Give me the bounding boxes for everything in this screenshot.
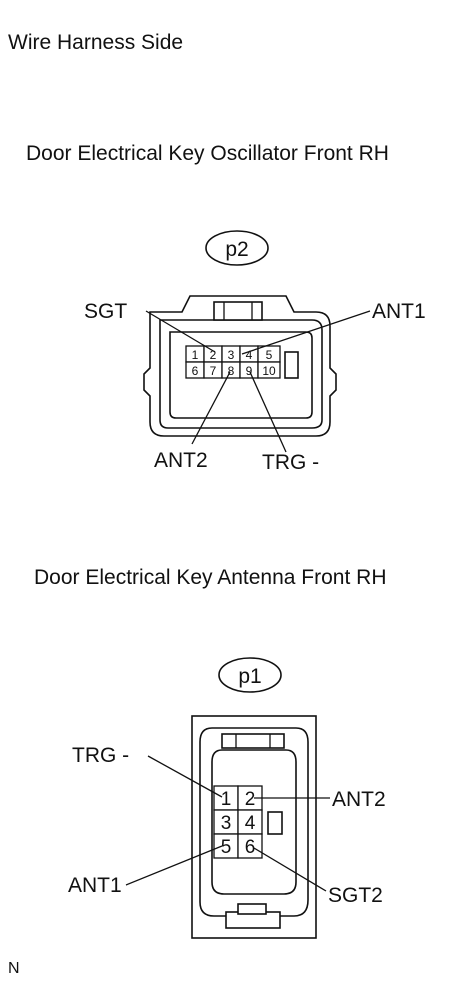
- label-ant1: ANT1: [68, 874, 122, 897]
- connector-p2-code: p2: [225, 238, 248, 261]
- connector-p1-pin-grid: 1 2 3 4 5 6: [213, 785, 263, 859]
- pin-cell: [237, 833, 263, 859]
- label-ant1: ANT1: [372, 300, 426, 323]
- pin-number: 6: [245, 837, 256, 858]
- connector-p2: p2 1 2 3 4 5 6 7 8: [84, 230, 426, 474]
- oscillator-title: Door Electrical Key Oscillator Front RH: [26, 142, 389, 165]
- leader-line-sgt2: [253, 847, 327, 892]
- label-sgt2: SGT2: [328, 884, 383, 907]
- connector-p2-inner-wall: [159, 319, 323, 429]
- pin-number: 6: [192, 364, 199, 378]
- connector-p1-key: [267, 811, 283, 835]
- pin-number: 1: [192, 348, 199, 362]
- leader-line-trg: [147, 755, 223, 798]
- pin-cell: [213, 785, 239, 811]
- connector-p2-latch: [213, 301, 263, 321]
- label-trg: TRG -: [262, 451, 319, 474]
- label-ant2: ANT2: [154, 449, 208, 472]
- pin-number: 10: [262, 364, 276, 378]
- leader-line-trg: [249, 371, 287, 453]
- connector-p2-inner-wall-2: [169, 331, 313, 419]
- pin-number: 2: [210, 348, 217, 362]
- pin-number: 5: [221, 837, 232, 858]
- pin-number: 5: [266, 348, 273, 362]
- pin-number: 3: [221, 813, 232, 834]
- pin-number: 9: [246, 364, 253, 378]
- label-trg: TRG -: [72, 744, 129, 767]
- pin-number: 4: [245, 813, 256, 834]
- connector-p1-code: p1: [238, 665, 261, 688]
- leader-line-ant2: [191, 371, 231, 445]
- page-title: Wire Harness Side: [8, 31, 184, 54]
- pin-number: 1: [221, 789, 232, 810]
- connector-p1-top-latch: [221, 733, 285, 749]
- leader-line-ant1: [125, 845, 223, 886]
- leader-line-ant1: [241, 310, 371, 355]
- connector-p1-inner-shell: [199, 727, 309, 917]
- pin-number: 3: [228, 348, 235, 362]
- connector-p1: p1 1 2 3 4 5 6: [68, 657, 386, 939]
- connector-p1-inner-shell-2: [211, 749, 297, 895]
- footer-mark: N: [8, 960, 20, 977]
- pin-number: 2: [245, 789, 256, 810]
- pin-number: 4: [246, 348, 253, 362]
- antenna-title: Door Electrical Key Antenna Front RH: [34, 566, 387, 589]
- leader-line-sgt: [145, 310, 216, 353]
- pin-number: 8: [228, 364, 235, 378]
- pin-cell: [237, 809, 263, 835]
- label-sgt: SGT: [84, 300, 127, 323]
- label-ant2: ANT2: [332, 788, 386, 811]
- connector-p2-pin-grid: 1 2 3 4 5 6 7 8 9 10: [185, 345, 281, 379]
- connector-p2-code-badge: [205, 230, 269, 266]
- pin-number: 7: [210, 364, 217, 378]
- connector-p2-key: [284, 351, 299, 379]
- pin-cell: [257, 361, 281, 379]
- connector-p1-code-badge: [218, 657, 282, 693]
